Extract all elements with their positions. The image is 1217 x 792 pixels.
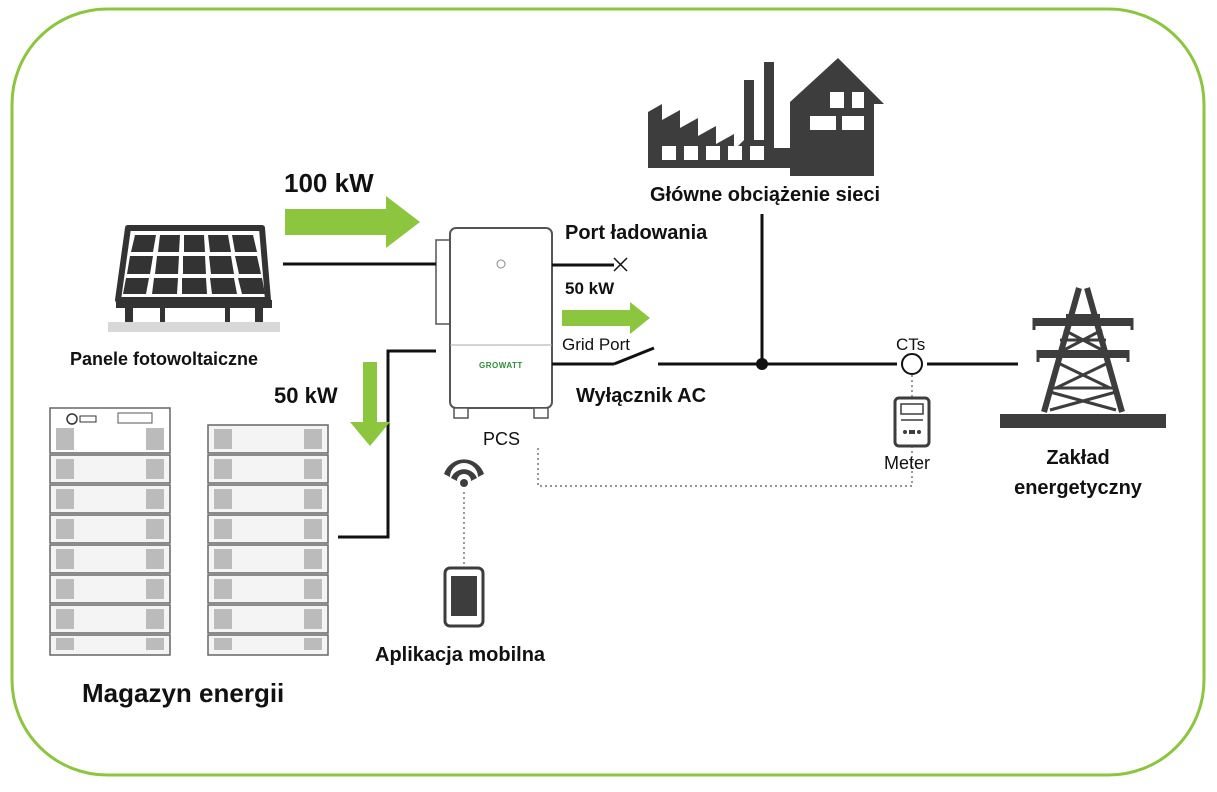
wiring [283,214,1018,539]
mobile-app-label: Aplikacja mobilna [375,644,546,666]
storage-label: Magazyn energii [82,678,285,708]
battery-stack-left-icon [49,407,171,656]
factory-icon [648,58,884,176]
grid-port-label: Grid Port [562,335,631,354]
wifi-icon [444,459,484,487]
utility-label: Zakład energetyczny [1000,443,1156,503]
utility-label-line2: energetyczny [1014,477,1142,499]
pv-power-arrow [285,196,420,248]
cts-label: CTs [896,335,926,354]
pcs-inverter-icon [435,227,553,419]
ground-line [1000,414,1166,428]
ac-breaker-label: Wyłącznik AC [576,385,707,407]
smartphone-icon [443,566,485,628]
main-load-label: Główne obciążenie sieci [650,184,881,206]
charge-port-label: Port ładowania [565,222,708,244]
meter-icon [893,396,931,448]
solar-panel-icon [108,225,280,332]
grid-power-arrow [562,302,650,334]
pcs-label: PCS [483,429,521,449]
diagram-frame [10,7,1206,777]
brand-logo: GROWATT [479,361,523,370]
comm-lines [463,375,913,566]
power-tower-icon [1032,287,1134,413]
grid-power-label: 50 kW [565,279,615,298]
battery-power-label: 50 kW [274,383,338,408]
battery-stack-right-icon [207,424,329,656]
ct-sensor [901,353,923,375]
pv-panels-label: Panele fotowoltaiczne [70,349,259,369]
meter-label: Meter [884,453,931,473]
junction-node [756,358,768,370]
utility-label-line1: Zakład [1046,447,1110,469]
charge-port-open-x-icon [613,257,628,272]
pv-power-label: 100 kW [284,168,374,198]
battery-power-arrow [350,362,390,446]
